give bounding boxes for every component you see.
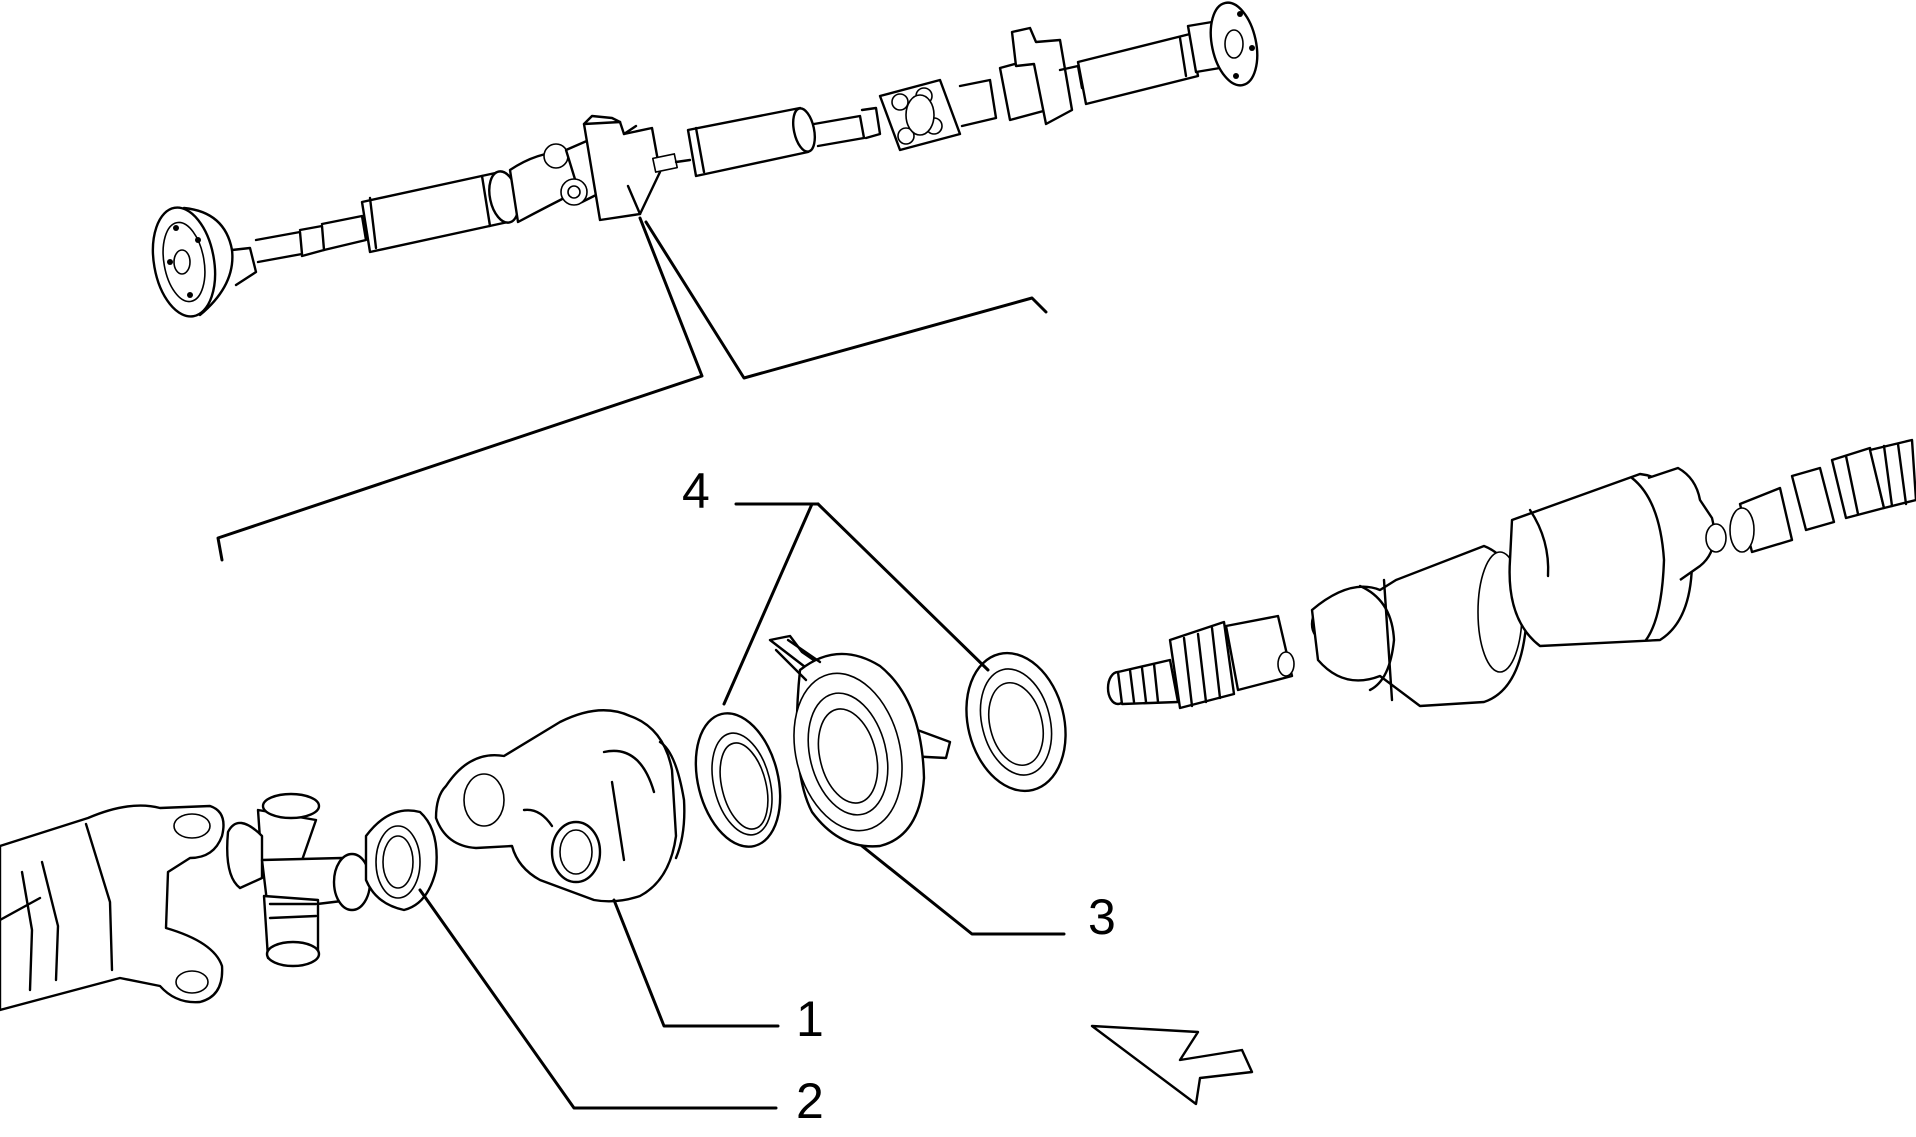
callout-leaders [418, 502, 1066, 1110]
rear-stub-shaft [1729, 438, 1916, 554]
center-support-bearing-part-3 [768, 634, 952, 848]
center-bearing-bracket-top [582, 114, 679, 222]
rear-tube [1076, 20, 1222, 106]
seal-ring-part-4-right [965, 651, 1067, 793]
zoom-indicator-lines [216, 216, 1048, 562]
middle-tube [674, 106, 816, 178]
front-tube [360, 170, 520, 254]
rear-flex-joint [878, 78, 998, 152]
hollow-arrow-left-icon [1090, 1024, 1254, 1106]
front-flange-coupling [151, 206, 258, 318]
rear-bracket [998, 26, 1084, 126]
rear-flange [1209, 1, 1259, 87]
assembled-propshaft [151, 1, 1259, 318]
front-shaft-yoke [0, 804, 225, 1012]
callout-4: 4 [682, 463, 710, 519]
flange-yoke-part-1 [434, 709, 686, 903]
callout-2: 2 [796, 1073, 824, 1129]
callout-3: 3 [1088, 889, 1116, 945]
front-u-joint [508, 128, 628, 224]
seal-ring-part-4-left [694, 712, 782, 848]
callout-1: 1 [796, 991, 824, 1047]
splined-shaft-stub [1106, 614, 1295, 710]
universal-joint-cross [226, 792, 372, 968]
nut-part-2 [364, 809, 438, 912]
rear-tube-section [1310, 466, 1727, 708]
